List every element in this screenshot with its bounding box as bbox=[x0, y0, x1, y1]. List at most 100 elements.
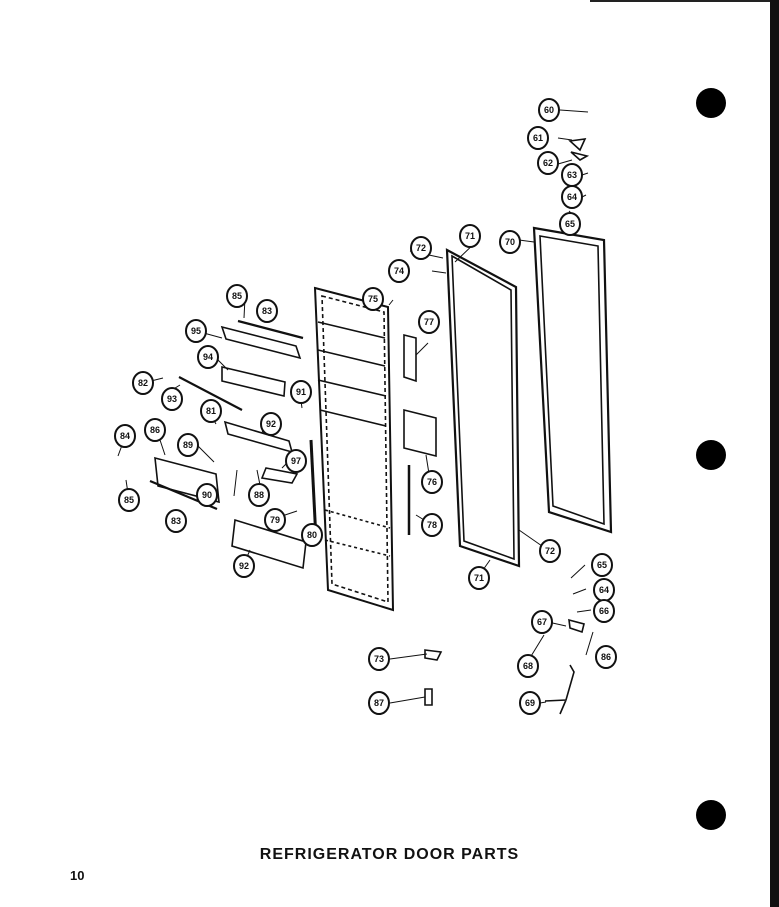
callout-bubble bbox=[499, 230, 521, 254]
callout-number: 81 bbox=[206, 406, 216, 416]
callout-number: 67 bbox=[537, 617, 547, 627]
callout-number: 61 bbox=[533, 133, 543, 143]
door-liner-75-dashed bbox=[321, 294, 389, 604]
gasket-71 bbox=[445, 248, 521, 568]
callout-number: 97 bbox=[291, 456, 301, 466]
callout-group: 6061626364657172707475777678727185839594… bbox=[114, 98, 617, 715]
gasket-71-inner bbox=[451, 254, 515, 561]
callout-bubble bbox=[537, 151, 559, 175]
callout-number: 73 bbox=[374, 654, 384, 664]
callout-number: 92 bbox=[239, 561, 249, 571]
callout-number: 85 bbox=[232, 291, 242, 301]
callout-number: 91 bbox=[296, 387, 306, 397]
callout-bubble bbox=[527, 126, 549, 150]
page-top-edge bbox=[590, 0, 770, 2]
callout-number: 87 bbox=[374, 698, 384, 708]
hinge-73 bbox=[424, 649, 443, 661]
callout-bubble bbox=[410, 236, 432, 260]
page-number: 10 bbox=[70, 868, 85, 883]
callout-number: 94 bbox=[203, 352, 213, 362]
callout-number: 78 bbox=[427, 520, 437, 530]
callout-bubble bbox=[459, 224, 481, 248]
callout-number: 93 bbox=[167, 394, 177, 404]
callout-bubble bbox=[165, 509, 187, 533]
callout-bubble bbox=[421, 513, 443, 537]
callout-bubble bbox=[197, 345, 219, 369]
callout-number: 68 bbox=[523, 661, 533, 671]
callout-number: 60 bbox=[544, 105, 554, 115]
rail-93 bbox=[178, 376, 243, 411]
callout-number: 86 bbox=[601, 652, 611, 662]
callout-number: 69 bbox=[525, 698, 535, 708]
callout-bubble bbox=[301, 523, 323, 547]
callout-bubble bbox=[264, 508, 286, 532]
callout-number: 80 bbox=[307, 530, 317, 540]
shelf-95 bbox=[220, 325, 302, 360]
hinge-top bbox=[568, 138, 590, 161]
callout-number: 74 bbox=[394, 266, 404, 276]
callout-number: 79 bbox=[270, 515, 280, 525]
callout-bubble bbox=[114, 424, 136, 448]
callout-number: 82 bbox=[138, 378, 148, 388]
callout-number: 89 bbox=[183, 440, 193, 450]
pin-87 bbox=[424, 688, 433, 706]
callout-bubble bbox=[368, 691, 390, 715]
rail-83 bbox=[237, 319, 304, 340]
wiring-69 bbox=[544, 664, 575, 715]
diagram-title: REFRIGERATOR DOOR PARTS bbox=[259, 846, 520, 863]
callout-number: 75 bbox=[368, 294, 378, 304]
callout-bubble bbox=[559, 212, 581, 236]
callout-bubble bbox=[285, 449, 307, 473]
callout-number: 88 bbox=[254, 490, 264, 500]
callout-number: 65 bbox=[597, 560, 607, 570]
callout-bubble bbox=[388, 259, 410, 283]
bin-82 bbox=[231, 518, 307, 570]
callout-bubble bbox=[368, 647, 390, 671]
callout-number: 71 bbox=[474, 573, 484, 583]
callout-bubble bbox=[561, 185, 583, 209]
callout-bubble bbox=[226, 284, 248, 308]
callout-bubble bbox=[595, 645, 617, 669]
door-panel-70 bbox=[532, 226, 613, 534]
callout-bubble bbox=[418, 310, 440, 334]
callout-number: 92 bbox=[266, 419, 276, 429]
callout-bubble bbox=[248, 483, 270, 507]
bin-86 bbox=[154, 456, 220, 504]
callout-number: 65 bbox=[565, 219, 575, 229]
liner-shelves bbox=[317, 321, 387, 427]
callout-number: 66 bbox=[599, 606, 609, 616]
shelf-94 bbox=[221, 365, 286, 397]
callout-bubble bbox=[144, 418, 166, 442]
callout-bubble bbox=[519, 691, 541, 715]
callout-bubble bbox=[421, 470, 443, 494]
callout-bubble bbox=[177, 433, 199, 457]
callout-number: 83 bbox=[262, 306, 272, 316]
callout-number: 95 bbox=[191, 326, 201, 336]
liner-lower-lines bbox=[324, 509, 391, 557]
hinge-bottom bbox=[568, 618, 585, 634]
callout-bubble bbox=[161, 387, 183, 411]
callout-bubble bbox=[468, 566, 490, 590]
callout-bubble bbox=[118, 488, 140, 512]
callout-number: 76 bbox=[427, 477, 437, 487]
callout-number: 70 bbox=[505, 237, 515, 247]
callout-number: 64 bbox=[599, 585, 609, 595]
bracket-77 bbox=[403, 333, 417, 383]
door-panel-70-inner bbox=[539, 235, 605, 526]
binder-hole-icon bbox=[696, 800, 726, 830]
callout-bubble bbox=[185, 319, 207, 343]
callout-bubble bbox=[260, 412, 282, 436]
callout-bubble bbox=[531, 610, 553, 634]
callout-bubble bbox=[132, 371, 154, 395]
callout-bubble bbox=[200, 399, 222, 423]
dish-97 bbox=[260, 467, 299, 484]
callout-number: 86 bbox=[150, 425, 160, 435]
callout-number: 90 bbox=[202, 490, 212, 500]
callout-bubble bbox=[196, 483, 218, 507]
callout-number: 62 bbox=[543, 158, 553, 168]
callout-number: 77 bbox=[424, 317, 434, 327]
callout-number: 72 bbox=[545, 546, 555, 556]
callout-bubble bbox=[593, 599, 615, 623]
